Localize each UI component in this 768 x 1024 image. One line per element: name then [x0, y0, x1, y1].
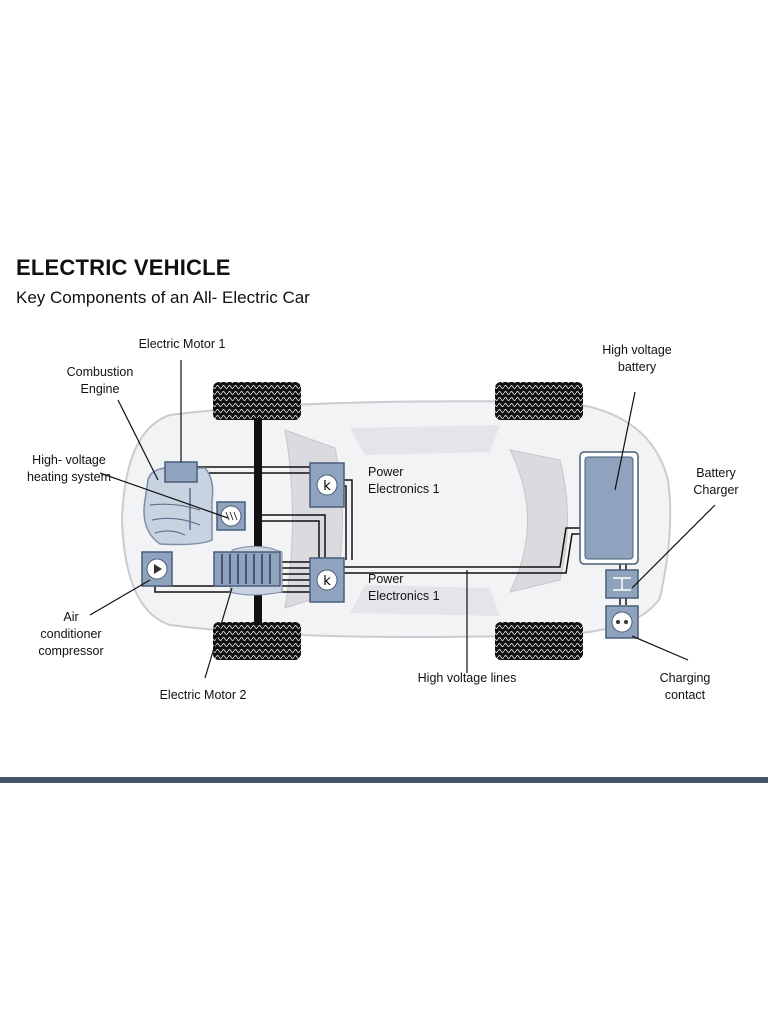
- footer-bar: [0, 777, 768, 783]
- label-power-electronics-top: Power Electronics 1: [368, 465, 440, 496]
- charging-contact: [605, 605, 639, 639]
- svg-text:k: k: [323, 574, 331, 589]
- electric-motor-1: [164, 461, 198, 483]
- ac-compressor: [141, 551, 173, 587]
- ev-diagram-svg: k k: [89, 360, 716, 679]
- front-axle: [254, 418, 262, 624]
- wheel-rear-right: [495, 622, 583, 660]
- svg-text:k: k: [323, 479, 331, 494]
- power-electronics-bottom: k: [309, 557, 345, 603]
- label-electric-motor-1: Electric Motor 1: [138, 337, 226, 351]
- wheel-front-right: [213, 622, 301, 660]
- label-ac-compressor: Air conditioner compressor: [38, 610, 104, 658]
- high-voltage-battery: [579, 451, 639, 565]
- electric-motor-2: [213, 545, 283, 596]
- page-title: ELECTRIC VEHICLE: [16, 255, 231, 280]
- page-subtitle: Key Components of an All- Electric Car: [16, 288, 310, 307]
- wheel-front-left: [213, 382, 301, 420]
- leader-lines: [89, 360, 716, 679]
- combustion-engine: [143, 467, 214, 546]
- label-battery-charger: Battery Charger: [693, 466, 739, 497]
- battery-charger: [605, 569, 639, 599]
- wheel-rear-left: [495, 382, 583, 420]
- label-electric-motor-2: Electric Motor 2: [159, 688, 247, 702]
- label-combustion-engine: Combustion Engine: [66, 365, 134, 396]
- power-electronics-top: k: [309, 462, 345, 508]
- ev-diagram: k k: [0, 330, 768, 710]
- label-power-electronics-bottom: Power Electronics 1: [368, 572, 440, 603]
- label-heating-system: High- voltage heating system: [26, 453, 112, 484]
- label-high-voltage-battery: High voltage battery: [602, 343, 672, 374]
- label-charging-contact: Charging contact: [659, 671, 711, 702]
- label-high-voltage-lines: High voltage lines: [417, 671, 517, 685]
